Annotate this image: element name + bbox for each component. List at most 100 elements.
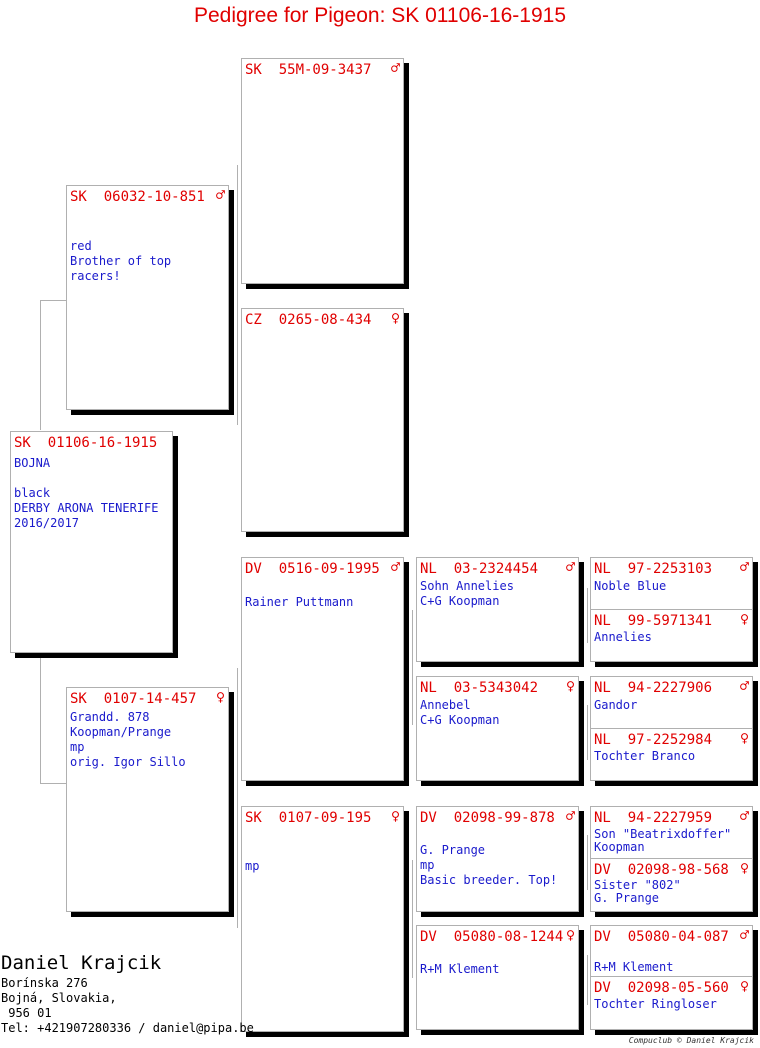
- female-icon: ♀: [739, 610, 749, 628]
- pigeon-card-dd[interactable]: SK 0107-09-195 ♀ mp: [241, 806, 404, 1032]
- ring-number: NL 94-2227959: [594, 810, 713, 826]
- ring-number: SK 0107-14-457: [70, 691, 197, 707]
- male-icon: ♂: [565, 807, 575, 825]
- ring-number: DV 02098-98-568: [594, 862, 729, 878]
- pigeon-notes: Grandd. 878 Koopman/Prange mp orig. Igor…: [70, 710, 186, 769]
- connector-line: [587, 835, 588, 890]
- male-icon: ♂: [739, 807, 749, 825]
- pigeon-card-dam[interactable]: SK 0107-14-457 ♀ Grandd. 878 Koopman/Pran…: [66, 687, 229, 912]
- pigeon-card-ss[interactable]: SK 55M-09-3437 ♂: [241, 58, 404, 284]
- pigeon-card-sire[interactable]: SK 06032-10-851 ♂ red Brother of top race…: [66, 185, 229, 410]
- divider: [591, 728, 752, 729]
- pigeon-card-dddd[interactable]: DV 02098-05-560 ♀ Tochter Ringloser: [591, 977, 752, 1029]
- male-icon: ♂: [739, 926, 749, 944]
- pigeon-card-ds[interactable]: DV 0516-09-1995 ♂ Rainer Puttmann: [241, 557, 404, 781]
- female-icon: ♀: [739, 859, 749, 877]
- pigeon-notes: Sister "802" G. Prange: [594, 878, 681, 905]
- female-icon: ♀: [565, 926, 575, 944]
- pigeon-notes: Annebel C+G Koopman: [420, 698, 500, 727]
- pigeon-notes: Tochter Ringloser: [594, 997, 717, 1011]
- owner-name: Daniel Krajcik: [1, 952, 162, 974]
- pigeon-card-ddss[interactable]: NL 94-2227959 ♂ Son "Beatrixdoffer" Koopm…: [591, 807, 752, 858]
- pigeon-card-dsss[interactable]: NL 97-2253103 ♂ Noble Blue: [591, 558, 752, 610]
- connector-line: [587, 705, 588, 760]
- pigeon-card-ddds[interactable]: DV 05080-04-087 ♂ R+M Klement: [591, 926, 752, 976]
- divider: [591, 609, 752, 610]
- connector-line: [40, 300, 66, 301]
- male-icon: ♂: [215, 186, 225, 204]
- ring-number: SK 0107-09-195: [245, 810, 372, 826]
- male-icon: ♂: [739, 677, 749, 695]
- female-icon: ♀: [390, 309, 400, 327]
- connector-line: [587, 588, 588, 643]
- pigeon-card-dsds[interactable]: NL 94-2227906 ♂ Gandor: [591, 677, 752, 728]
- female-icon: ♀: [215, 688, 225, 706]
- connector-line: [40, 783, 66, 784]
- male-icon: ♂: [739, 558, 749, 576]
- owner-street: Borínska 276: [1, 976, 88, 990]
- pigeon-card-ddd[interactable]: DV 05080-08-1244♀ R+M Klement: [416, 925, 579, 1030]
- owner-contact[interactable]: Tel: +421907280336 / daniel@pipa.be: [1, 1021, 254, 1035]
- female-icon: ♀: [565, 677, 575, 695]
- male-icon: ♂: [565, 558, 575, 576]
- pigeon-notes: red Brother of top racers!: [70, 239, 172, 283]
- female-icon: ♀: [739, 977, 749, 995]
- connector-line: [587, 955, 588, 1005]
- pigeon-notes: Gandor: [594, 698, 638, 712]
- ring-number: NL 99-5971341: [594, 613, 713, 629]
- pigeon-notes: Noble Blue: [594, 579, 667, 593]
- connector-line: [412, 860, 413, 978]
- connector-line: [40, 300, 41, 430]
- pigeon-card-dds[interactable]: DV 02098-99-878 ♂ G. Prange mp Basic bree…: [416, 806, 579, 912]
- pigeon-notes: R+M Klement: [594, 960, 674, 974]
- pigeon-card-subject[interactable]: SK 01106-16-1915 BOJNA black DERBY ARONA…: [10, 431, 173, 653]
- male-icon: ♂: [390, 59, 400, 77]
- ring-number: DV 02098-99-878: [420, 810, 555, 826]
- credit: Compuclub © Daniel Krajcik: [628, 1036, 754, 1045]
- divider: [591, 976, 752, 977]
- female-icon: ♀: [390, 807, 400, 825]
- pigeon-card-dsdd[interactable]: NL 97-2252984 ♀ Tochter Branco: [591, 729, 752, 780]
- pigeon-pair-dsd: NL 94-2227906 ♂ Gandor NL 97-2252984 ♀ Toc…: [590, 676, 753, 781]
- ring-number: NL 03-2324454: [420, 561, 539, 577]
- connector-line: [237, 668, 238, 928]
- ring-number: DV 05080-08-1244: [420, 929, 564, 945]
- pigeon-card-sd[interactable]: CZ 0265-08-434 ♀: [241, 308, 404, 532]
- divider: [591, 858, 752, 859]
- page-title: Pedigree for Pigeon: SK 01106-16-1915: [193, 4, 567, 27]
- pigeon-card-dsd[interactable]: NL 03-5343042 ♀ Annebel C+G Koopman: [416, 676, 579, 781]
- pigeon-card-dssd[interactable]: NL 99-5971341 ♀ Annelies: [591, 610, 752, 661]
- pigeon-pair-ddd: DV 05080-04-087 ♂ R+M Klement DV 02098-05…: [590, 925, 753, 1030]
- pigeon-card-ddsd[interactable]: DV 02098-98-568 ♀ Sister "802" G. Prange: [591, 859, 752, 911]
- ring-number: NL 03-5343042: [420, 680, 539, 696]
- female-icon: ♀: [739, 729, 749, 747]
- ring-number: SK 55M-09-3437: [245, 62, 372, 78]
- ring-number: DV 0516-09-1995: [245, 561, 380, 577]
- ring-number: NL 97-2252984: [594, 732, 713, 748]
- connector-line: [237, 165, 238, 425]
- ring-number: NL 94-2227906: [594, 680, 713, 696]
- ring-number: CZ 0265-08-434: [245, 312, 372, 328]
- pigeon-notes: Son "Beatrixdoffer" Koopman: [594, 827, 732, 854]
- owner-city: Bojná, Slovakia,: [1, 991, 117, 1005]
- pigeon-card-dss[interactable]: NL 03-2324454 ♂ Sohn Annelies C+G Koopman: [416, 557, 579, 662]
- ring-number: SK 01106-16-1915: [14, 435, 158, 451]
- pigeon-notes: Tochter Branco: [594, 749, 696, 763]
- pigeon-notes: Sohn Annelies C+G Koopman: [420, 579, 514, 608]
- connector-line: [40, 655, 41, 783]
- pigeon-pair-dds: NL 94-2227959 ♂ Son "Beatrixdoffer" Koopm…: [590, 806, 753, 912]
- pigeon-notes: mp: [245, 859, 260, 873]
- ring-number: DV 02098-05-560: [594, 980, 729, 996]
- ring-number: DV 05080-04-087: [594, 929, 729, 945]
- pigeon-notes: Rainer Puttmann: [245, 595, 354, 609]
- pigeon-notes: Annelies: [594, 630, 652, 644]
- owner-zip: 956 01: [1, 1006, 52, 1020]
- ring-number: SK 06032-10-851: [70, 189, 205, 205]
- connector-line: [412, 610, 413, 725]
- ring-number: NL 97-2253103: [594, 561, 713, 577]
- pigeon-notes: R+M Klement: [420, 962, 500, 976]
- pigeon-notes: BOJNA black DERBY ARONA TENERIFE 2016/20…: [14, 456, 159, 530]
- pigeon-notes: G. Prange mp Basic breeder. Top!: [420, 843, 558, 887]
- pigeon-pair-ds: NL 97-2253103 ♂ Noble Blue NL 99-5971341 ♀…: [590, 557, 753, 662]
- male-icon: ♂: [390, 558, 400, 576]
